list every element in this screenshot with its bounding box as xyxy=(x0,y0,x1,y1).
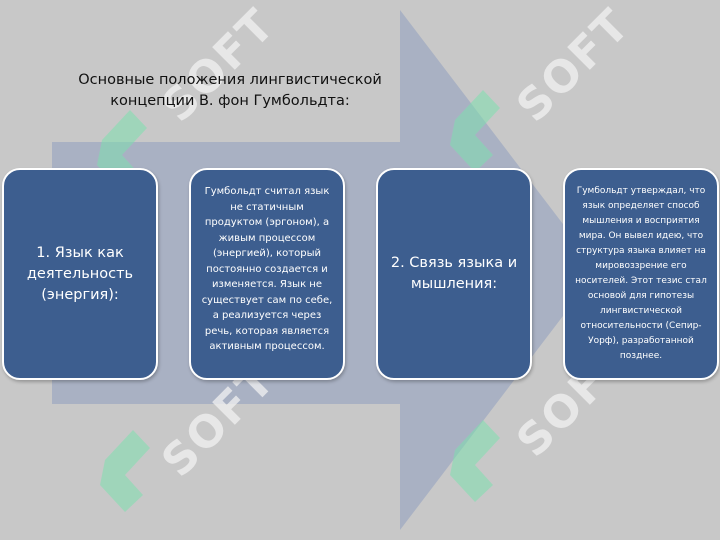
watermark-logo-icon xyxy=(450,90,500,172)
box-text: 2. Связь языка и мышления: xyxy=(390,255,518,292)
watermark-logo-icon xyxy=(450,420,500,502)
box-language-as-activity: 1. Язык как деятельность (энергия): xyxy=(2,168,158,380)
box-text: Гумбольдт считал язык не статичным проду… xyxy=(201,186,333,352)
slide-title: Основные положения лингвистической конце… xyxy=(78,72,382,109)
box-text: 1. Язык как деятельность (энергия): xyxy=(26,244,134,303)
watermark-logo-icon xyxy=(100,430,150,512)
box-activity-description: Гумбольдт считал язык не статичным проду… xyxy=(189,168,345,380)
box-text: Гумбольдт утверждал, что язык определяет… xyxy=(575,186,707,361)
box-thought-description: Гумбольдт утверждал, что язык определяет… xyxy=(563,168,719,380)
box-language-and-thought: 2. Связь языка и мышления: xyxy=(376,168,532,380)
